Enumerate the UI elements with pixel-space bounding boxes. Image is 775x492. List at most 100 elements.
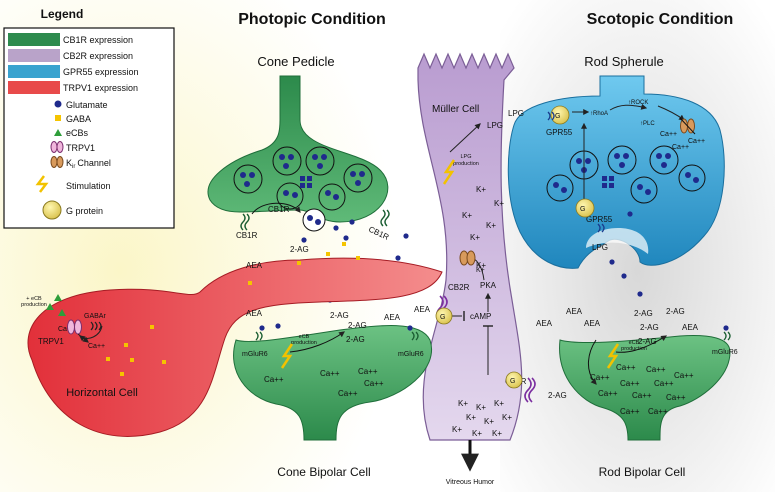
legend-gprotein-icon (42, 200, 62, 220)
kir-k-label: K+ (476, 267, 485, 274)
cb2r-upper-label: CB2R (448, 283, 470, 292)
gio-protein-lower (505, 371, 523, 389)
cone-bipolar-title: Cone Bipolar Cell (277, 465, 370, 479)
svg-text:AEA: AEA (536, 319, 553, 328)
trpv1-arrow (77, 333, 89, 343)
photopic-title: Photopic Condition (238, 11, 386, 28)
legend-stimulation-icon (35, 175, 49, 193)
muller-stimulation-bolt (442, 159, 456, 185)
plc-label: ↑PLC (640, 121, 655, 127)
rod-ca-2: Ca++ (688, 138, 705, 145)
rhoa-label: ↑RhoA (590, 111, 608, 117)
svg-text:Ca++: Ca++ (364, 379, 384, 388)
gpr55-top-receptor (547, 111, 555, 121)
svg-text:2-AG: 2-AG (666, 307, 685, 316)
legend-kir-icon (50, 156, 58, 168)
muller-cell-label: Müller Cell (432, 104, 479, 115)
legend-glutamate-icon (54, 100, 62, 108)
svg-text:K+: K+ (476, 261, 486, 270)
mglur6-cone-receptors (255, 331, 419, 341)
legend-swatch-gpr55 (8, 65, 60, 78)
svg-text:2-AG: 2-AG (640, 323, 659, 332)
svg-text:AEA: AEA (384, 313, 401, 322)
svg-text:Ca++: Ca++ (620, 379, 640, 388)
rod-2ag-arrow (588, 339, 597, 385)
trpv1-channel-right (74, 319, 82, 335)
svg-text:K+: K+ (470, 233, 480, 242)
ecb-triangles (46, 294, 66, 316)
lpg-top-label: LPG (508, 109, 524, 118)
legend-trpv1-expression: TRPV1 expression (63, 83, 138, 93)
lpg-production-line1: LPG (460, 154, 471, 160)
horizontal-cell-title: Horizontal Cell (66, 387, 138, 399)
legend-gaba: GABA (66, 114, 91, 124)
svg-text:Ca++: Ca++ (598, 389, 618, 398)
svg-text:Ca++: Ca++ (320, 369, 340, 378)
rod-stimulation-bolt (606, 343, 620, 369)
cone-bipolar-texts: AEA AEA 2-AG 2-AG 2-AG AEA AEA Ca++ Ca++… (246, 0, 431, 398)
svg-text:K+: K+ (476, 185, 486, 194)
svg-text:K+: K+ (472, 429, 482, 438)
rod-channel-block (679, 117, 696, 135)
gpr55-bottom-label: GPR55 (586, 215, 613, 224)
legend-stimulation: Stimulation (66, 181, 111, 191)
aea-horizontal: AEA (246, 261, 263, 270)
svg-text:Ca++: Ca++ (616, 363, 636, 372)
svg-text:K+: K+ (458, 399, 468, 408)
ecb-production-cone-1: eCB (299, 334, 310, 340)
plc-arrow (657, 105, 685, 121)
svg-text:Ca++: Ca++ (620, 407, 640, 416)
legend-swatch-cb1r (8, 33, 60, 46)
svg-text:K+: K+ (462, 211, 472, 220)
plus-ecb-production-line2: production (21, 302, 47, 308)
scotopic-title: Scotopic Condition (587, 11, 734, 28)
svg-text:K+: K+ (492, 429, 502, 438)
rod-kir-left (680, 118, 688, 134)
ecb-production-cone-2: production (291, 340, 317, 346)
svg-text:K+: K+ (484, 417, 494, 426)
svg-text:Ca++: Ca++ (654, 379, 674, 388)
vitreous-humor-label: Vitreous Humor (446, 479, 495, 486)
pka-label: PKA (480, 281, 497, 290)
rod-synaptic-cleft (586, 228, 649, 254)
gq11-protein-top (550, 105, 570, 125)
legend-gaba-icon (55, 115, 61, 121)
svg-text:K+: K+ (494, 399, 504, 408)
trpv1-channel-left (67, 319, 75, 335)
camp-label: cAMP (470, 312, 491, 321)
ca-horizontal-1: Ca++ (58, 326, 75, 333)
rod-vesicles (546, 145, 706, 204)
legend-glutamate: Glutamate (66, 100, 108, 110)
legend-trpv1: TRPV1 (66, 143, 95, 153)
svg-text:Ca++: Ca++ (338, 389, 358, 398)
svg-text:2-AG: 2-AG (634, 309, 653, 318)
svg-text:AEA: AEA (566, 307, 583, 316)
horizontal-cell (27, 257, 443, 437)
cone-pedicle (207, 75, 389, 223)
legend-trpv1-icon (50, 141, 58, 153)
svg-text:K+: K+ (486, 221, 496, 230)
mglur6-cone-right: mGluR6 (398, 351, 424, 358)
cone-ecb-arrow (289, 331, 345, 353)
legend-gprotein: G protein (66, 206, 103, 216)
legend-swatch-cb2r (8, 49, 60, 62)
svg-text:Ca++: Ca++ (646, 365, 666, 374)
cb1r-arrow (251, 202, 301, 215)
cone-pedicle-title: Cone Pedicle (257, 54, 334, 69)
svg-text:Ca++: Ca++ (632, 391, 652, 400)
svg-text:AEA: AEA (682, 323, 699, 332)
rod-bipolar-texts: AEA AEA AEA 2-AG 2-AG 2-AG AEA 2-AG 2-AG… (536, 307, 699, 416)
muller-cell (417, 52, 523, 441)
gaba-particles (106, 242, 360, 376)
cone-vesicles (233, 146, 373, 211)
rod-spherule-title: Rod Spherule (584, 54, 664, 69)
trpv1-label: TRPV1 (38, 337, 64, 346)
rod-ca-1: Ca++ (660, 131, 677, 138)
svg-text:AEA: AEA (252, 0, 269, 2)
gq11-protein-bottom (575, 198, 595, 218)
cb1r-receptors (240, 209, 390, 231)
ca-horizontal-2: Ca++ (88, 343, 105, 350)
gabar-receptor (90, 321, 102, 331)
